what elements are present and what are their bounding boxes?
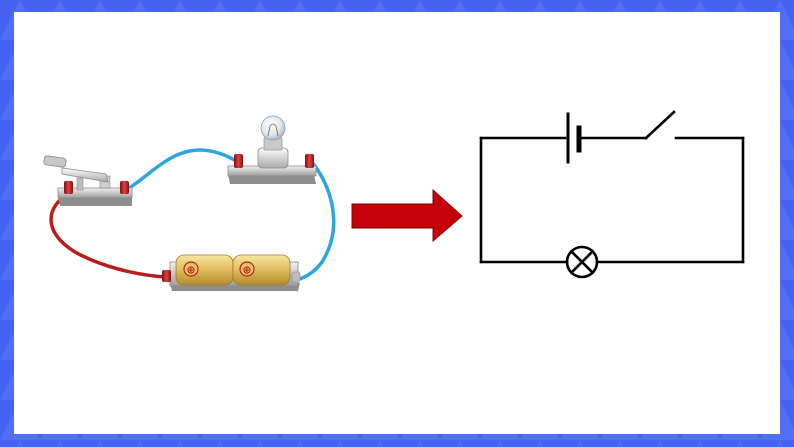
battery-plus-symbol: ⊕ — [186, 264, 195, 277]
battery-pack: ⊕ ⊕ — [162, 254, 301, 291]
battery-cell: ⊕ — [175, 254, 234, 286]
red-wire-switch-to-battery — [49, 190, 167, 279]
blue-wire-bulb-to-battery — [295, 160, 336, 282]
battery-plus-symbol: ⊕ — [242, 264, 251, 277]
blue-wire-switch-to-bulb — [127, 148, 240, 190]
circuit-illustration: ⊕ ⊕ — [43, 115, 336, 291]
circuit-schematic — [479, 110, 745, 279]
battery-cell: ⊕ — [232, 254, 291, 286]
right-arrow-icon — [351, 188, 463, 243]
light-bulb — [227, 115, 317, 184]
knife-switch — [43, 155, 133, 206]
open-switch-symbol — [644, 110, 676, 140]
battery-cell-symbol — [566, 112, 582, 164]
